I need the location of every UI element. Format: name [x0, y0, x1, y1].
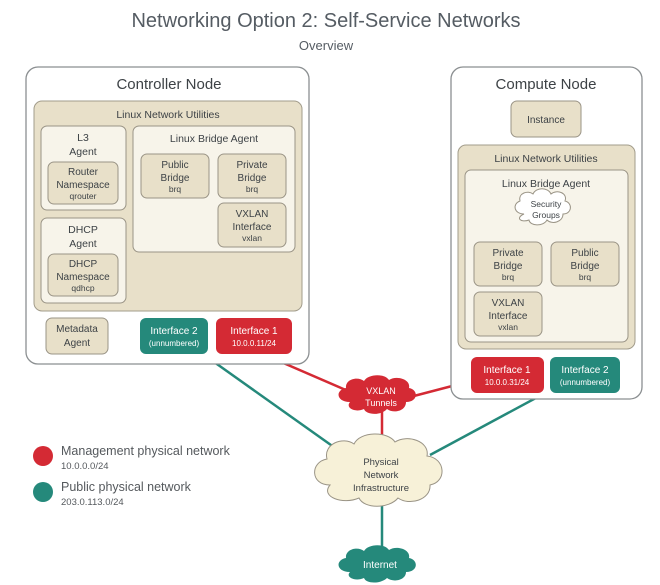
router-namespace-line1: Router — [68, 167, 99, 178]
controller-node-title: Controller Node — [116, 76, 221, 93]
dhcp-namespace — [47, 253, 119, 297]
security-groups-line1: Security — [531, 199, 562, 209]
physical-network-cloud: Physical Network Infrastructure — [314, 433, 443, 507]
legend-management-label: Management physical network — [61, 444, 231, 458]
controller-private-bridge-line1: Private — [236, 160, 268, 171]
controller-interface2-sub: (unnumbered) — [149, 339, 200, 348]
controller-bridge-agent: Linux Bridge Agent Public Bridge brq Pri… — [132, 125, 296, 253]
compute-vxlan-sub: vxlan — [498, 322, 518, 332]
controller-utils-title: Linux Network Utilities — [116, 109, 219, 121]
legend-management-sub: 10.0.0.0/24 — [61, 461, 109, 472]
router-namespace-sub: qrouter — [70, 191, 97, 201]
compute-public-bridge-line2: Bridge — [571, 261, 600, 272]
legend-management: Management physical network 10.0.0.0/24 — [33, 444, 231, 472]
controller-private-bridge-line2: Bridge — [238, 173, 267, 184]
compute-node-title: Compute Node — [496, 76, 597, 93]
legend-public-sub: 203.0.113.0/24 — [61, 497, 124, 508]
dhcp-agent-title-line2: Agent — [69, 238, 97, 250]
dhcp-namespace-line1: DHCP — [69, 259, 98, 270]
controller-private-bridge-sub: brq — [246, 184, 259, 194]
controller-node: Controller Node Linux Network Utilities … — [25, 66, 310, 365]
compute-interface1-sub: 10.0.0.31/24 — [485, 378, 530, 387]
dhcp-namespace-line2: Namespace — [56, 272, 110, 283]
security-groups-line2: Groups — [532, 210, 560, 220]
diagram-subtitle: Overview — [299, 38, 354, 53]
controller-interface1-label: Interface 1 — [230, 326, 278, 337]
compute-interface2 — [550, 357, 620, 393]
metadata-agent-line2: Agent — [64, 338, 90, 349]
controller-public-bridge-sub: brq — [169, 184, 182, 194]
compute-vxlan-interface — [473, 291, 543, 337]
l3-agent-title-line1: L3 — [77, 132, 89, 144]
compute-private-bridge-line2: Bridge — [494, 261, 523, 272]
controller-interface1 — [216, 318, 292, 354]
controller-bridge-agent-title: Linux Bridge Agent — [170, 133, 258, 145]
internet-label: Internet — [363, 560, 397, 571]
controller-interface1-sub: 10.0.0.11/24 — [232, 339, 276, 348]
vxlan-tunnels-cloud: VXLAN Tunnels — [338, 375, 416, 414]
router-namespace-line2: Namespace — [56, 180, 110, 191]
physical-network-line3: Infrastructure — [353, 483, 409, 494]
controller-interface2-label: Interface 2 — [150, 326, 198, 337]
legend-public-label: Public physical network — [61, 480, 192, 494]
l3-agent: L3 Agent Router Namespace qrouter — [40, 125, 127, 211]
controller-public-bridge-line2: Bridge — [161, 173, 190, 184]
controller-vxlan-interface — [217, 202, 287, 248]
physical-network-line2: Network — [364, 470, 399, 481]
vxlan-tunnels-line2: Tunnels — [365, 398, 397, 408]
diagram-title: Networking Option 2: Self-Service Networ… — [131, 10, 520, 32]
dhcp-namespace-sub: qdhcp — [71, 283, 94, 293]
vxlan-tunnels-line1: VXLAN — [366, 386, 396, 396]
line-controller-interface2-to-physical — [199, 350, 346, 457]
legend-public: Public physical network 203.0.113.0/24 — [33, 480, 192, 508]
legend: Management physical network 10.0.0.0/24 … — [33, 444, 231, 508]
controller-vxlan-line2: Interface — [233, 222, 272, 233]
l3-agent-title-line2: Agent — [69, 146, 97, 158]
controller-public-bridge — [140, 153, 210, 199]
compute-vxlan-line1: VXLAN — [492, 298, 525, 309]
public-swatch — [33, 482, 53, 502]
compute-private-bridge-line1: Private — [492, 248, 524, 259]
metadata-agent — [45, 317, 109, 355]
compute-instance — [510, 100, 582, 138]
management-swatch — [33, 446, 53, 466]
dhcp-agent: DHCP Agent DHCP Namespace qdhcp — [40, 217, 127, 304]
controller-interface2 — [140, 318, 208, 354]
compute-interface1-label: Interface 1 — [483, 365, 531, 376]
compute-public-bridge-sub: brq — [579, 272, 592, 282]
compute-public-bridge — [550, 241, 620, 287]
controller-private-bridge — [217, 153, 287, 199]
compute-instance-label: Instance — [527, 115, 565, 126]
compute-public-bridge-line1: Public — [571, 248, 598, 259]
compute-node: Compute Node Instance Linux Network Util… — [450, 66, 643, 400]
dhcp-agent-title-line1: DHCP — [68, 224, 98, 236]
compute-vxlan-line2: Interface — [489, 311, 528, 322]
compute-bridge-agent: Linux Bridge Agent Security Groups Priva… — [464, 169, 629, 343]
physical-network-line1: Physical — [363, 457, 398, 468]
compute-private-bridge — [473, 241, 543, 287]
metadata-agent-line1: Metadata — [56, 324, 98, 335]
controller-public-bridge-line1: Public — [161, 160, 188, 171]
router-namespace — [47, 161, 119, 205]
security-groups-cloud: Security Groups — [514, 188, 571, 226]
compute-utils-title: Linux Network Utilities — [494, 153, 597, 165]
controller-vxlan-line1: VXLAN — [236, 209, 269, 220]
compute-interface2-label: Interface 2 — [561, 365, 609, 376]
internet-cloud: Internet — [338, 545, 416, 583]
compute-private-bridge-sub: brq — [502, 272, 515, 282]
compute-interface2-sub: (unnumbered) — [560, 378, 611, 387]
compute-bridge-agent-title: Linux Bridge Agent — [502, 178, 590, 190]
controller-vxlan-sub: vxlan — [242, 233, 262, 243]
compute-interface1 — [471, 357, 544, 393]
